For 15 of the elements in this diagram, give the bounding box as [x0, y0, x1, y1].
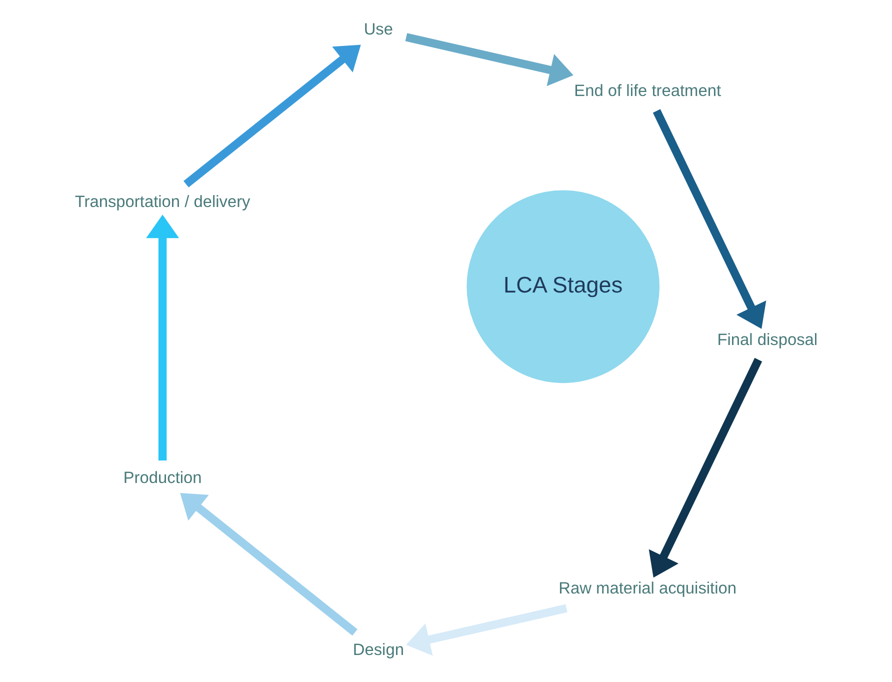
- arrow: [405, 33, 574, 86]
- node-text: Use: [364, 20, 394, 39]
- node-text: Raw material acquisition: [558, 580, 737, 598]
- arrow: [184, 44, 361, 188]
- node-text: Transportation / delivery: [74, 192, 250, 211]
- arrow: [180, 493, 358, 636]
- node-text: End of life treatment: [574, 82, 722, 100]
- node-text: Design: [352, 641, 404, 660]
- arrow: [652, 109, 766, 329]
- arrow: [146, 214, 180, 460]
- node-circle: LCA Stages: [466, 190, 660, 384]
- arrow: [406, 604, 568, 656]
- node-text: Final disposal: [717, 330, 818, 349]
- node-text: Production: [123, 468, 202, 487]
- arrow: [648, 358, 762, 578]
